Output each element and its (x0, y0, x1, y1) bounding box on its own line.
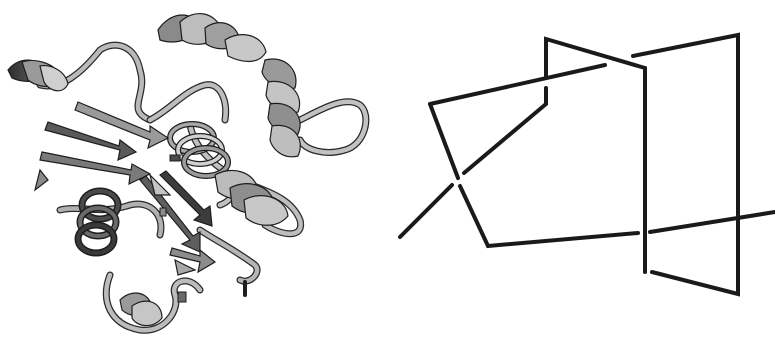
knot-segment-diagonal-upper (462, 86, 548, 175)
knot-segment-top-arm (544, 36, 647, 80)
helix-right (261, 58, 301, 158)
knot-segment-left-descender (428, 102, 460, 180)
knot-segment-right-frame (631, 32, 740, 297)
helix-center (167, 121, 231, 179)
coil-loops (36, 41, 370, 334)
protein-ribbon-drawing (7, 13, 370, 334)
helix-top (157, 13, 267, 63)
helix-left-dark (74, 187, 122, 257)
knot-segment-diagonal-lower (398, 183, 454, 239)
helix-top-left (7, 59, 69, 92)
side-chains (159, 154, 187, 303)
knot-diagram-panel (390, 0, 775, 343)
helix-mid-right (214, 169, 289, 226)
helix-bottom (119, 292, 163, 327)
knot-diagram-drawing (398, 32, 775, 297)
beta-strands (33, 101, 217, 276)
knot-segment-right-exit (648, 210, 775, 234)
knot-segment-bottom-run (458, 184, 640, 249)
protein-ribbon-panel (7, 13, 370, 334)
knot-segment-top-left (428, 63, 607, 106)
